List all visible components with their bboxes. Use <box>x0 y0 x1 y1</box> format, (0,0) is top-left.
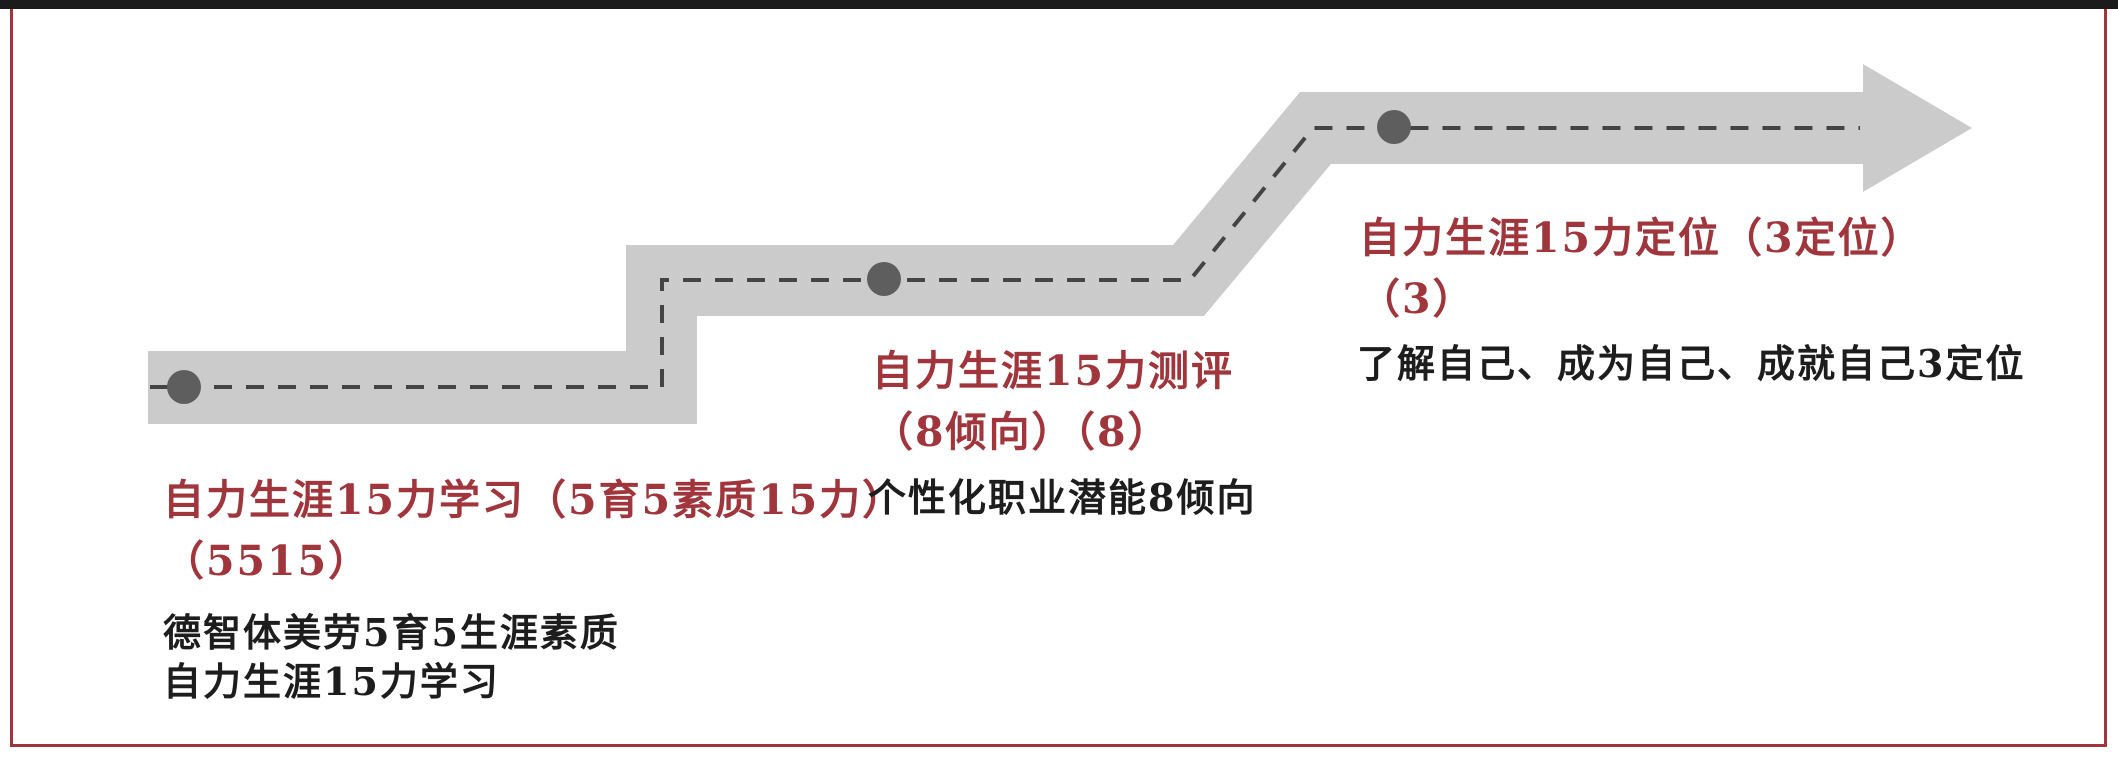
stage-1-description: 德智体美劳5育5生涯素质 自力生涯15力学习 <box>163 608 620 706</box>
stage-2-title: 自力生涯15力测评 （8倾向）（8） <box>872 341 1234 463</box>
stage-1-title-line-2: （5515） <box>163 537 372 585</box>
stage-1-desc-line-2: 自力生涯15力学习 <box>163 659 500 704</box>
dashed-guide-line <box>150 126 1860 389</box>
milestone-dot-3 <box>1377 110 1411 144</box>
stage-2-desc-line-1: 个性化职业潜能8倾向 <box>868 475 1257 520</box>
stage-3-description: 了解自己、成为自己、成就自己3定位 <box>1357 339 2025 388</box>
stage-1-title-line-1: 自力生涯15力学习（5育5素质15力） <box>163 476 906 524</box>
stage-2-title-line-2: （8倾向）（8） <box>872 408 1171 456</box>
stage-2-description: 个性化职业潜能8倾向 <box>868 473 1256 522</box>
stage-3-title-line-2: （3） <box>1359 275 1476 323</box>
stage-1-desc-line-1: 德智体美劳5育5生涯素质 <box>163 610 620 655</box>
stage-3-title: 自力生涯15力定位（3定位） （3） <box>1359 208 1924 330</box>
stepped-road <box>148 64 1972 424</box>
stage-3-desc-line-1: 了解自己、成为自己、成就自己3定位 <box>1357 341 2026 386</box>
stage-3-title-line-1: 自力生涯15力定位（3定位） <box>1359 214 1924 262</box>
milestone-dot-1 <box>167 370 201 404</box>
diagram-frame <box>10 9 2107 747</box>
milestone-dot-2 <box>867 262 901 296</box>
top-rule <box>0 0 2118 9</box>
stage-2-title-line-1: 自力生涯15力测评 <box>872 347 1235 395</box>
stage-1-title: 自力生涯15力学习（5育5素质15力） （5515） <box>163 470 905 592</box>
